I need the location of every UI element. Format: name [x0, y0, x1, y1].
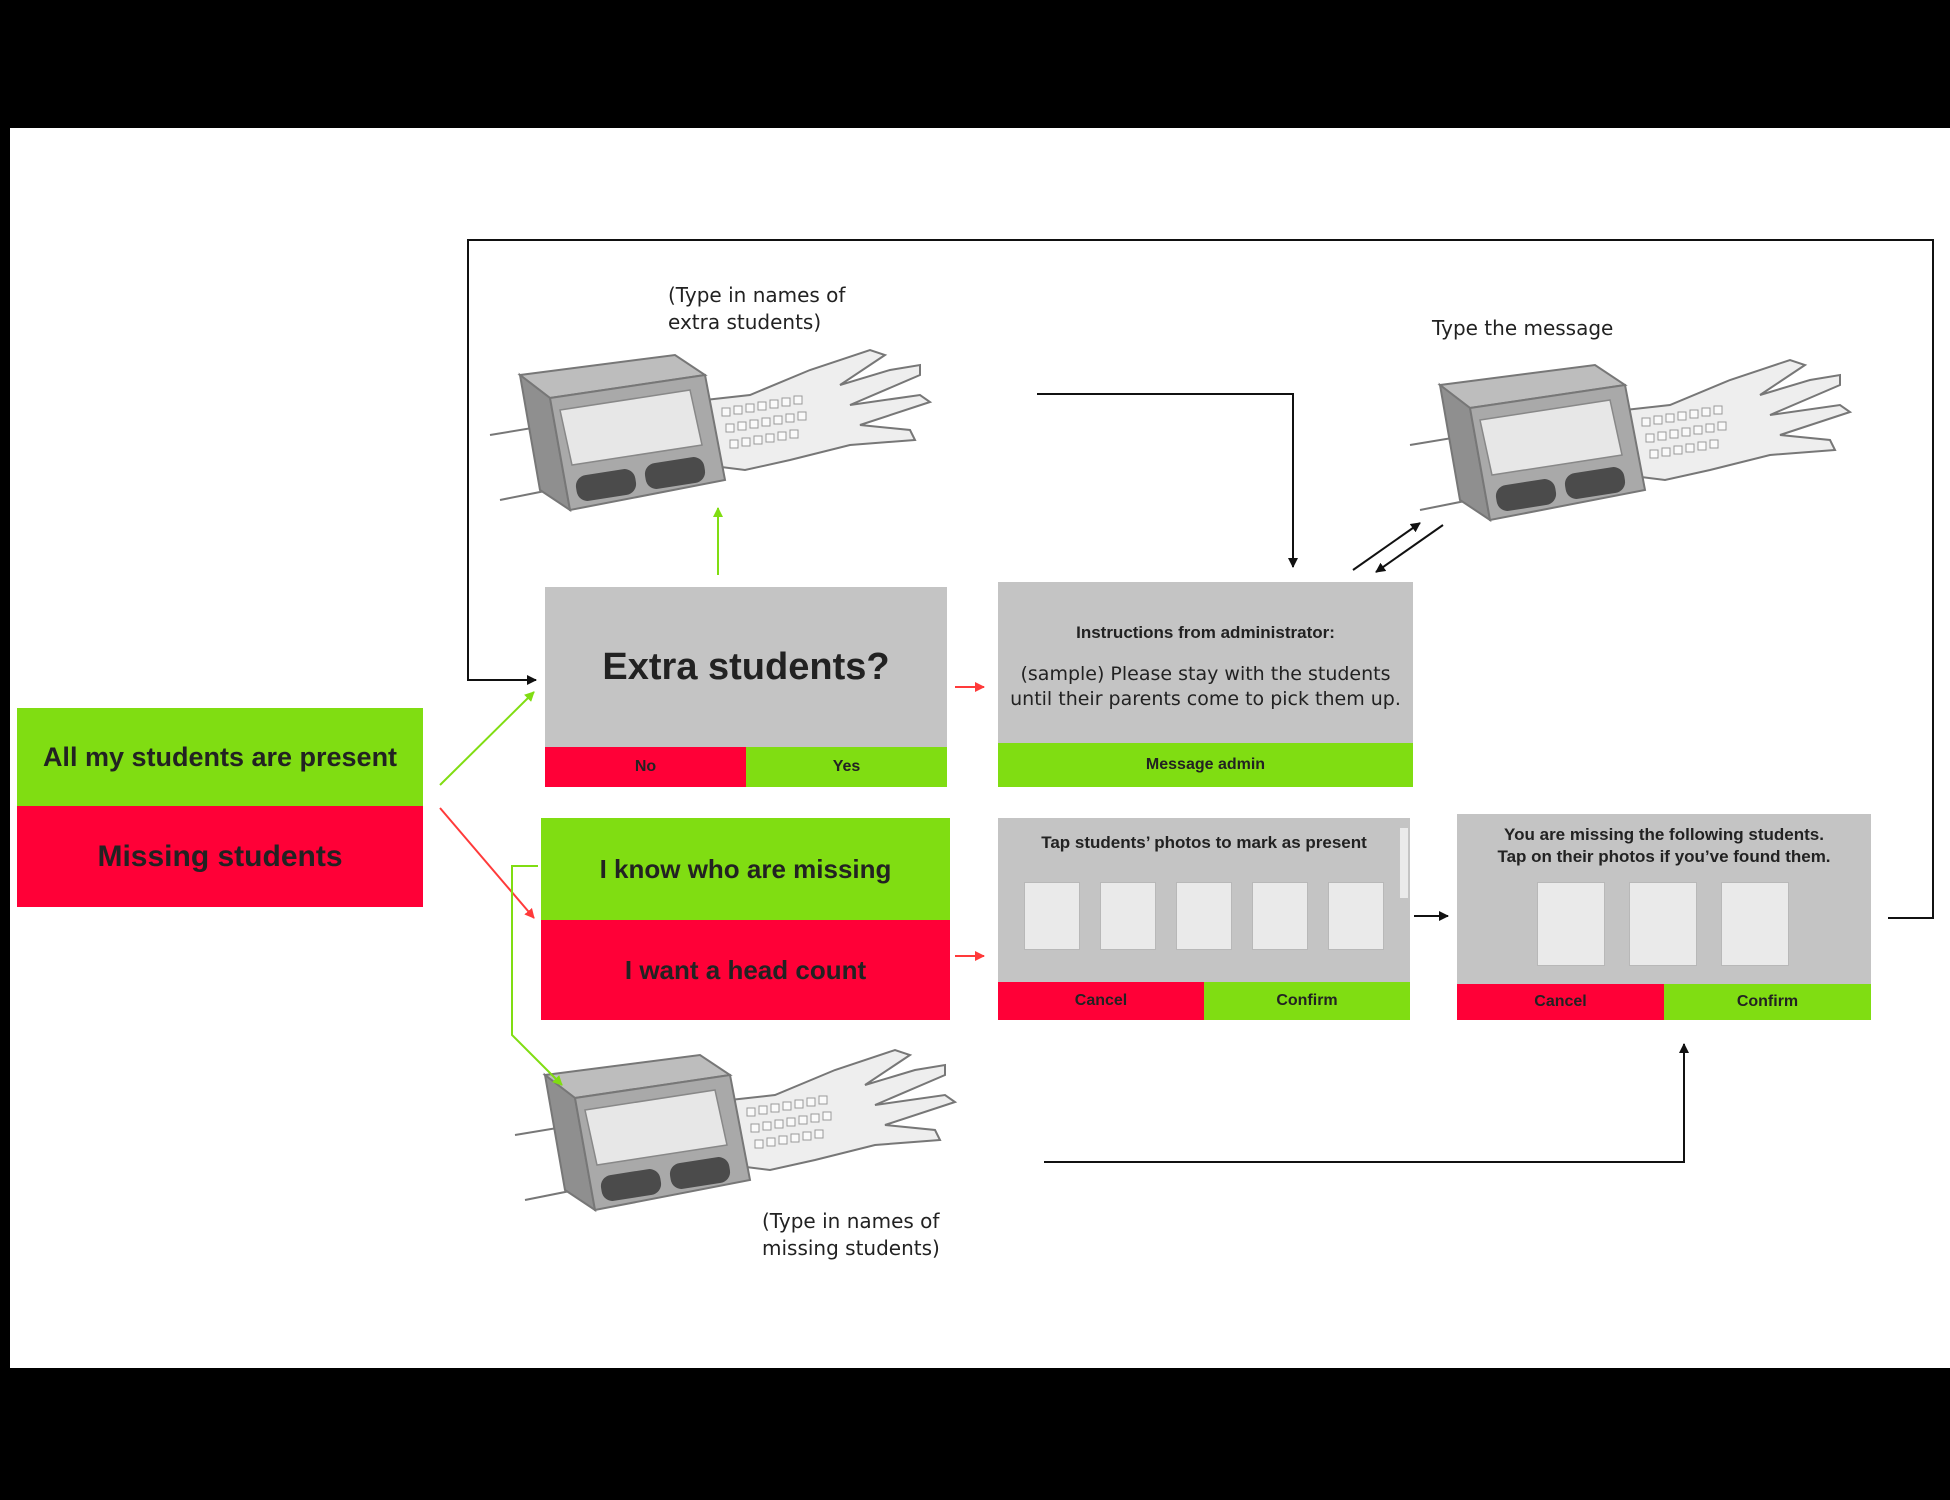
scrollbar[interactable]	[1400, 828, 1408, 898]
student-photo[interactable]	[1024, 882, 1080, 950]
tap-cancel-button[interactable]: Cancel	[998, 982, 1204, 1020]
extra-students-question: Extra students?	[602, 645, 890, 688]
missing-typing-note: (Type in names of missing students)	[762, 1209, 940, 1260]
student-photo[interactable]	[1721, 882, 1789, 966]
student-photo[interactable]	[1328, 882, 1384, 950]
present-option[interactable]: All my students are present	[17, 708, 423, 806]
missing-students-screen: You are missing the following students. …	[1457, 814, 1871, 1020]
admin-instructions-body: (sample) Please stay with the students u…	[1010, 663, 1401, 710]
know-who-missing-option[interactable]: I know who are missing	[541, 818, 950, 920]
admin-instructions-screen: Instructions from administrator: (sample…	[998, 582, 1413, 787]
extra-students-screen: Extra students? No Yes	[545, 587, 947, 787]
missing-cancel-button[interactable]: Cancel	[1457, 984, 1664, 1020]
missing-option[interactable]: Missing students	[17, 806, 423, 907]
no-button[interactable]: No	[545, 747, 746, 787]
missing-confirm-button[interactable]: Confirm	[1664, 984, 1871, 1020]
student-photo[interactable]	[1252, 882, 1308, 950]
yes-button[interactable]: Yes	[746, 747, 947, 787]
tap-photos-title: Tap students’ photos to mark as present	[1041, 833, 1367, 852]
message-admin-button[interactable]: Message admin	[998, 743, 1413, 787]
tap-confirm-button[interactable]: Confirm	[1204, 982, 1410, 1020]
head-count-option[interactable]: I want a head count	[541, 920, 950, 1020]
message-typing-note: Type the message	[1432, 316, 1614, 340]
extra-typing-note: (Type in names of extra students)	[668, 283, 846, 334]
student-photo[interactable]	[1176, 882, 1232, 950]
tap-photos-screen: Tap students’ photos to mark as present …	[998, 818, 1410, 1020]
student-photo[interactable]	[1100, 882, 1156, 950]
student-photo[interactable]	[1537, 882, 1605, 966]
admin-instructions-title: Instructions from administrator:	[1076, 623, 1335, 642]
missing-students-title: You are missing the following students. …	[1497, 825, 1831, 866]
student-photo[interactable]	[1629, 882, 1697, 966]
